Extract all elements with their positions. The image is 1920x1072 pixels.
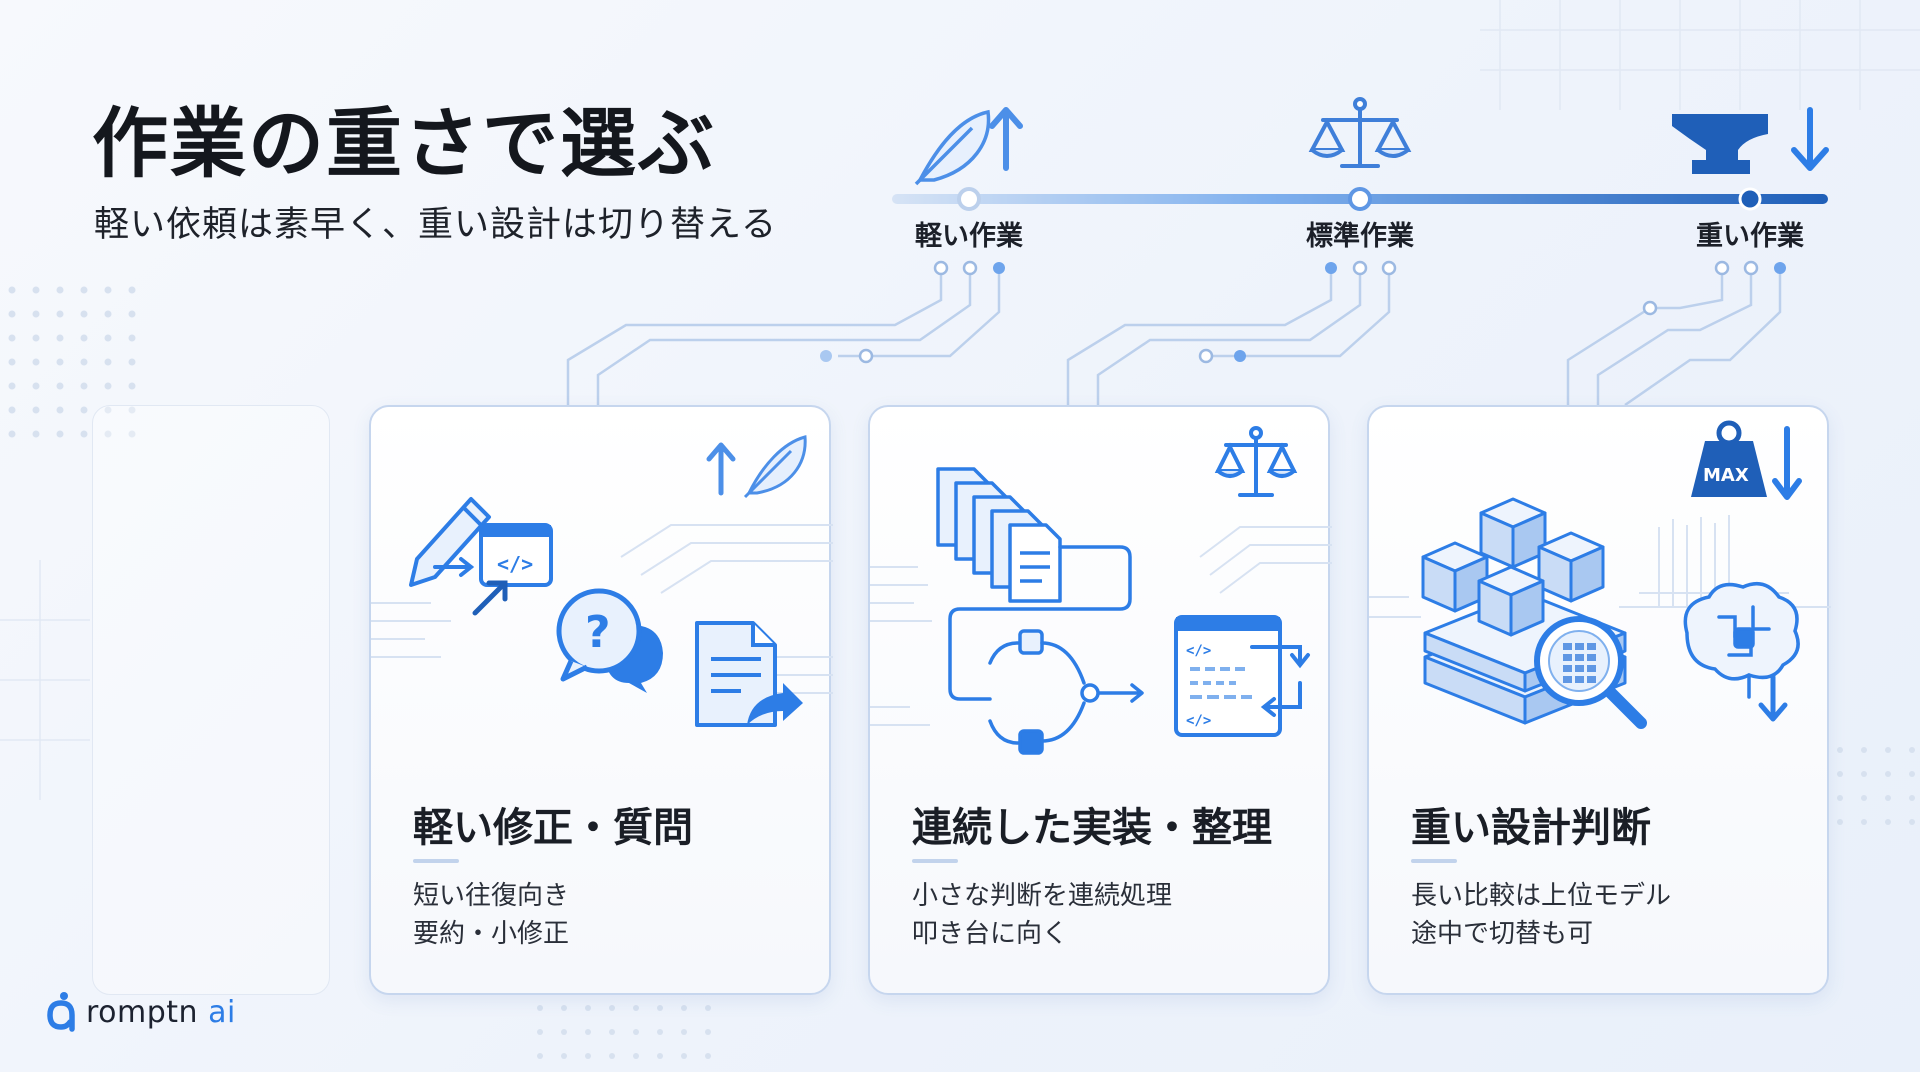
card-heavy-tasks[interactable]: MAX <box>1367 405 1831 995</box>
document-stack-icon <box>936 467 1062 603</box>
brand-logo: romptn ai <box>44 990 236 1034</box>
card-description-line: 小さな判断を連続処理 <box>912 881 1173 911</box>
max-badge-text: MAX <box>1703 465 1749 486</box>
feather-up-icon <box>914 107 1023 186</box>
tier-label-standard: 標準作業 <box>1306 221 1414 252</box>
card-description-line: 途中で切替も可 <box>1411 919 1594 949</box>
document-share-icon <box>695 621 803 727</box>
tier-label-light: 軽い作業 <box>915 221 1023 252</box>
anvil-down-icon <box>1672 107 1829 174</box>
card-title-rule <box>1411 859 1457 863</box>
pencil-edit-icon: </> <box>409 497 553 616</box>
svg-text:?: ? <box>585 607 611 658</box>
svg-text:</>: </> <box>497 552 533 576</box>
max-weight-icon: MAX <box>1691 420 1802 500</box>
svg-text:</>: </> <box>1186 713 1211 729</box>
card-heavy-illustration: MAX <box>1369 420 1831 729</box>
card-light-tasks[interactable]: </> ? 軽い修正・質問 短い往復向き 要約・小修正 <box>369 405 833 995</box>
placeholder-card <box>92 405 330 995</box>
card-title: 重い設計判断 <box>1411 805 1651 851</box>
feather-up-icon <box>706 435 807 499</box>
brand-mark-icon <box>47 992 75 1032</box>
weight-track <box>892 97 1829 211</box>
page-subtitle: 軽い依頼は素早く、重い設計は切り替える <box>94 205 777 245</box>
balance-scale-icon <box>1308 97 1412 168</box>
brain-circuit-icon <box>1683 581 1800 722</box>
question-bubble-icon: ? <box>556 588 663 693</box>
svg-text:</>: </> <box>1186 643 1211 659</box>
tier-label-heavy: 重い作業 <box>1696 221 1804 252</box>
card-description-line: 短い往復向き <box>413 881 570 911</box>
brand-name: romptn ai <box>86 994 236 1030</box>
card-standard-tasks[interactable]: </> </> 連続した実装・整理 小さな判断を連続処理 叩き台に向く <box>868 405 1332 995</box>
card-description-line: 叩き台に向く <box>912 919 1069 949</box>
card-title: 連続した実装・整理 <box>912 805 1272 851</box>
card-description-line: 長い比較は上位モデル <box>1411 881 1672 911</box>
code-window-icon: </> </> <box>1174 615 1310 737</box>
balance-scale-icon <box>1214 426 1298 497</box>
card-standard-illustration: </> </> <box>870 426 1332 755</box>
page-title: 作業の重さで選ぶ <box>92 99 716 188</box>
card-title-rule <box>912 859 958 863</box>
card-description-line: 要約・小修正 <box>413 919 570 949</box>
card-light-illustration: </> ? <box>371 435 833 727</box>
card-title-rule <box>413 859 459 863</box>
workflow-icon <box>948 545 1144 755</box>
card-title: 軽い修正・質問 <box>413 805 693 851</box>
magnifier-icon <box>1534 616 1647 729</box>
